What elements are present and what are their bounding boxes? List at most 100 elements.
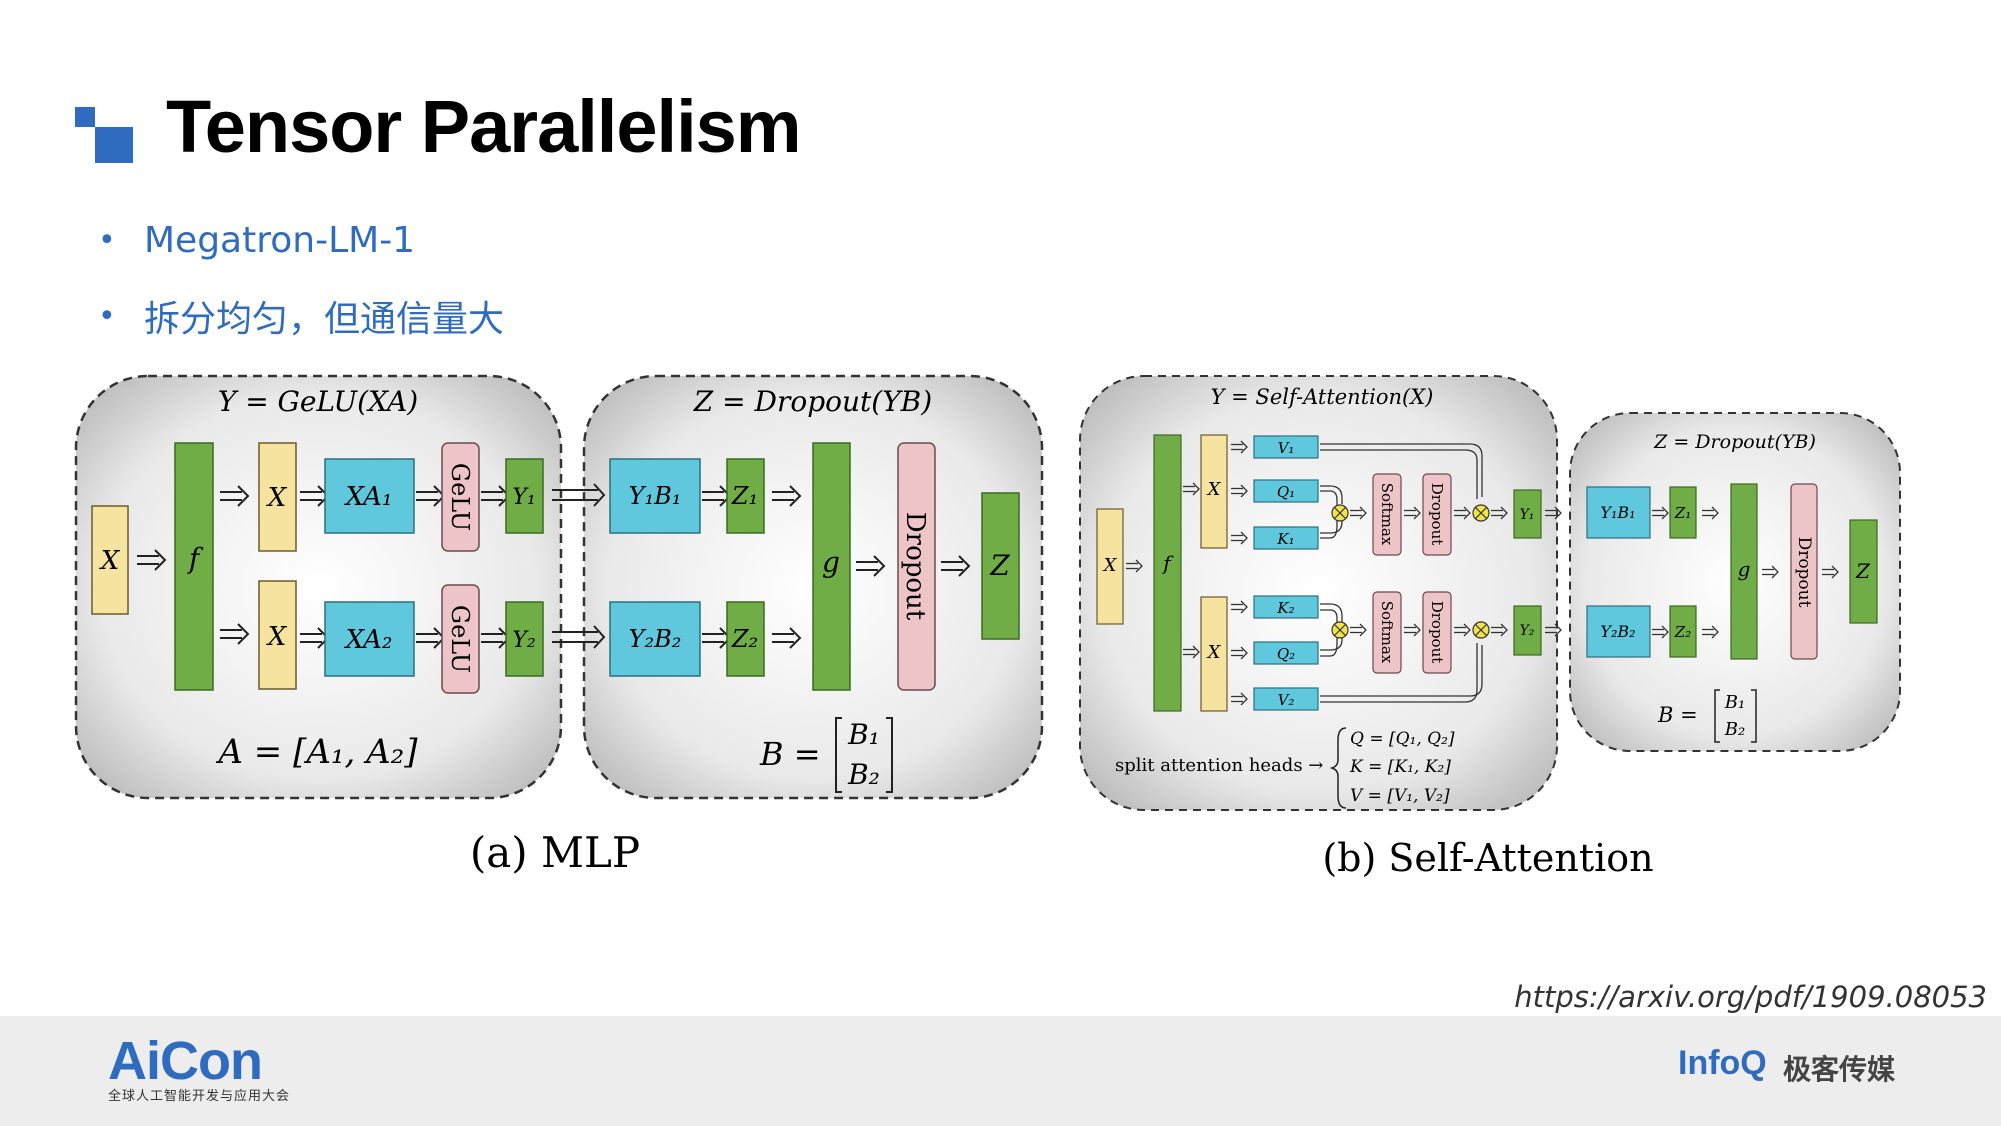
mlp-a-equation: A = [A₁, A₂] (215, 732, 418, 772)
tensor-parallel-diagram: Y = GeLU(XA) Z = Dropout(YB) X f X XA₁ G… (74, 374, 1901, 880)
mlp-z-label: Z (989, 549, 1010, 582)
arrow (1320, 516, 1343, 534)
mlp-y2b2-box (609, 601, 701, 677)
attn-y1b1-box (1586, 486, 1651, 539)
attn-v2-label: V₂ (1278, 691, 1295, 709)
attn-dropout-top-label: Dropout (1428, 483, 1446, 546)
attn-y2b2-box (1586, 605, 1651, 658)
attn-k-equation: K = [K₁, K₂] (1349, 757, 1451, 777)
mlp-gelu-bottom-box (441, 584, 480, 694)
attn-q-equation: Q = [Q₁, Q₂] (1350, 729, 1455, 749)
bullet-text: 拆分均匀，但通信量大 (144, 299, 505, 340)
mlp-g-label: g (822, 546, 840, 579)
mlp-x-bottom-label: X (266, 622, 288, 652)
mlp-z2-box (726, 601, 765, 677)
mlp-f-box (174, 442, 214, 691)
attn-y1-box (1513, 489, 1542, 539)
attn-k1-box (1253, 526, 1319, 550)
multiply-icon (1333, 623, 1347, 637)
source-link[interactable]: https://arxiv.org/pdf/1909.08053 (1514, 980, 1987, 1014)
slide-title: Tensor Parallelism (166, 85, 802, 168)
mlp-gelu-bottom-label: GeLU (446, 605, 474, 673)
geek-media-logo: 极客传媒 (1783, 1053, 1896, 1086)
mlp-z1-label: Z₁ (731, 482, 758, 510)
attn-y2-box (1513, 605, 1542, 656)
attn-b-bracket-left (1714, 689, 1720, 743)
mlp-b-bracket-left (835, 717, 842, 793)
attn-g-label: g (1738, 557, 1751, 581)
attn-b2-label: B₂ (1724, 719, 1745, 740)
attn-x-input-box (1096, 508, 1124, 625)
attn-z-box (1849, 519, 1878, 624)
attn-dropout-bottom-box (1422, 591, 1452, 674)
attn-g-box (1730, 483, 1758, 660)
attn-x-input-label: X (1102, 555, 1118, 576)
attn-y2-label: Y₂ (1520, 623, 1535, 639)
bullet-marker: • (98, 223, 116, 258)
mlp-x-top-label: X (266, 483, 288, 513)
attn-y1b1-label: Y₁B₁ (1600, 503, 1635, 522)
bullet-marker: • (98, 298, 116, 334)
arrow (1320, 643, 1478, 703)
arrow (1320, 638, 1338, 657)
mlp-x-input-box (91, 505, 129, 615)
attn-f-box (1153, 434, 1182, 712)
attn-z-label: Z (1855, 559, 1871, 583)
mlp-z2-label: Z₂ (731, 625, 758, 653)
attn-caption: (b) Self-Attention (1322, 836, 1653, 880)
attn-z1-label: Z₁ (1674, 504, 1691, 522)
mlp-y1b1-box (609, 458, 701, 534)
arrow (1320, 443, 1483, 497)
bullet-item: • Megatron-LM-1 (98, 220, 415, 261)
mlp-z1-box (726, 458, 765, 534)
arrow (593, 483, 606, 507)
attn-v1-box (1253, 435, 1319, 459)
attn-z1-box (1669, 486, 1697, 539)
mlp-dropout-box (897, 442, 936, 691)
attn-b-equation: B = (1657, 703, 1698, 727)
attn-q1-box (1253, 479, 1319, 503)
arrow (1320, 449, 1478, 499)
logo-square-large (95, 127, 133, 163)
arrow (1320, 490, 1338, 506)
mlp-y1b1-label: Y₁B₁ (629, 482, 682, 510)
attn-y1-label: Y₁ (1520, 507, 1535, 523)
mlp-b1-label: B₁ (847, 718, 880, 751)
attn-softmax-top-label: Softmax (1378, 483, 1396, 546)
attn-z2-box (1669, 605, 1697, 658)
attn-q2-box (1253, 641, 1319, 665)
mlp-y2-box (505, 601, 544, 677)
attn-dropout-right-label: Dropout (1794, 537, 1814, 608)
mlp-z-box (981, 492, 1020, 640)
attn-k1-label: K₁ (1276, 530, 1294, 548)
arrow (1320, 645, 1483, 697)
mlp-b2-label: B₂ (847, 758, 880, 791)
infoq-logo: InfoQ (1678, 1044, 1767, 1082)
aicon-subtitle: 全球人工智能开发与应用大会 (108, 1089, 291, 1104)
attn-b-bracket-right (1751, 689, 1757, 743)
mlp-diagram: Y = GeLU(XA) Z = Dropout(YB) X f X XA₁ G… (74, 374, 1044, 877)
attn-y2b2-label: Y₂B₂ (1600, 622, 1635, 641)
mlp-gelu-top-label: GeLU (446, 463, 474, 531)
attn-x-bottom-box (1200, 596, 1228, 712)
mlp-x-bottom-box (258, 580, 297, 690)
attn-softmax-top-box (1372, 473, 1402, 556)
attn-q1-label: Q₁ (1277, 483, 1295, 501)
attn-right-formula: Z = Dropout(YB) (1653, 431, 1816, 453)
bullet-text: Megatron-LM-1 (144, 220, 416, 261)
arrow (1320, 609, 1338, 624)
attn-k2-box (1253, 595, 1319, 619)
mlp-b-equation: B = (759, 735, 821, 773)
attn-k2-label: K₂ (1276, 599, 1294, 617)
attention-diagram: Y = Self-Attention(X) Z = Dropout(YB) X … (1079, 375, 1901, 880)
attn-split-label: split attention heads → (1115, 755, 1323, 776)
attn-z2-label: Z₂ (1674, 623, 1691, 641)
mlp-left-formula: Y = GeLU(XA) (218, 385, 418, 418)
mlp-x-input-label: X (99, 546, 121, 576)
attn-split-brace (1329, 727, 1347, 809)
attn-x-top-label: X (1206, 479, 1222, 500)
mlp-y2-label: Y₂ (512, 628, 535, 653)
multiply-icon (1474, 506, 1488, 520)
mlp-y1-label: Y₁ (512, 485, 535, 510)
attn-b1-label: B₁ (1724, 692, 1745, 713)
